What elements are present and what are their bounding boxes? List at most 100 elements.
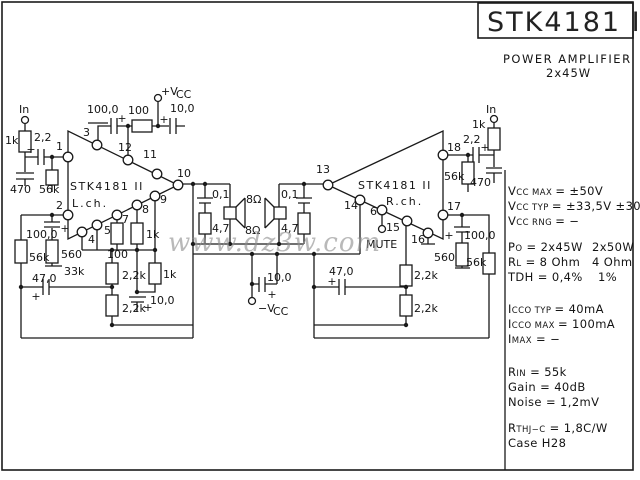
spec-line-2: VCC RNG = − [508, 214, 579, 228]
cap-470-input-right: 470 [470, 176, 491, 189]
ic-pins [62, 139, 449, 239]
resistor-56k-fb-right: 56k [466, 256, 487, 269]
resistor-1k-pin9-body [148, 262, 162, 285]
resistor-56k-fb-left: 56k [29, 251, 50, 264]
cap-100.0-top: 100,0 [87, 103, 119, 116]
right-amp-name: STK4181 II [358, 179, 432, 192]
plus-sign: + [159, 113, 168, 126]
resistor-2.2k-left-2-body [105, 294, 119, 317]
resistor-56k-fb-right-body [482, 252, 496, 275]
resistor-1k-input-left-body [18, 130, 32, 153]
spec-line-7: ICCO MAX = 100mA [508, 317, 615, 331]
cap-2.2-input-left: 2,2 [34, 131, 52, 144]
spec-line-12: RTHJ−C = 1,8C/W [508, 421, 608, 435]
pin-2-label: 2 [56, 199, 63, 212]
right-speaker-cone [264, 197, 275, 229]
pin-11-label: 11 [143, 148, 157, 161]
vcc-neg-label: −V [258, 302, 275, 315]
pin-17 [437, 209, 449, 221]
resistor-2.2k-right-2-body [399, 294, 413, 317]
resistor-4.7-right-body [297, 212, 311, 235]
resistor-100-top-body [131, 119, 153, 133]
resistor-56k-input-right: 56k [444, 170, 465, 183]
plus-sign: + [480, 141, 489, 154]
vcc-pos-label: +V [161, 85, 178, 98]
resistor-560-left-body [45, 239, 59, 264]
pin-6 [376, 204, 388, 216]
resistor-1k-input-right: 1k [472, 118, 486, 131]
cap-47.0-right: 47,0 [329, 265, 354, 278]
mute-label: MUTE [366, 238, 397, 251]
cap-470-input-left: 470 [10, 183, 31, 196]
resistor-2.2k-right-2: 2,2k [414, 302, 438, 315]
vcc-pos-terminal [153, 93, 163, 103]
input-label-right: In [486, 103, 496, 116]
cap-47.0-left: 47,0 [32, 272, 57, 285]
pin-7 [111, 209, 123, 221]
plus-sign: + [444, 229, 453, 242]
resistor-100-top: 100 [128, 104, 149, 117]
speakers [223, 197, 287, 229]
pin-16-label: 16 [411, 233, 425, 246]
cap-100.0-right: 100,0 [464, 229, 496, 242]
spec-line-8: IMAX = − [508, 332, 560, 346]
spec-line-10: Gain = 40dB [508, 380, 586, 394]
cap-0.1-right: 0,1 [281, 188, 299, 201]
resistor-4.7-left: 4,7 [212, 222, 230, 235]
resistor-4.7-right: 4,7 [281, 222, 299, 235]
resistor-560-right-body [455, 242, 469, 267]
vcc-neg-sub: CC [273, 305, 289, 318]
cap-2.2-input-right: 2,2 [463, 133, 481, 146]
page-subtitle: POWER AMPLIFIER [503, 52, 632, 66]
pin-5 [91, 219, 103, 231]
plus-sign: + [267, 288, 276, 301]
vcc-neg-terminal [247, 296, 257, 306]
resistor-4.7-left-body [198, 212, 212, 235]
input-terminal-left [20, 115, 30, 125]
pin-9 [149, 190, 161, 202]
resistor-2.2k-right-1-body [399, 264, 413, 287]
resistor-100-left-body [110, 222, 124, 245]
spec-line-6: ICCO TYP = 40mA [508, 302, 604, 316]
page-title: STK4181 II [487, 7, 640, 38]
pin-12-label: 12 [118, 141, 132, 154]
outer-border [1, 1, 634, 471]
pin-4-label: 4 [88, 233, 95, 246]
input-label-left: In [19, 103, 29, 116]
watermark: www.dz3w.com [168, 228, 381, 258]
left-amp-name: STK4181 II [70, 180, 144, 193]
resistor-56k-input-left: 56k [39, 183, 60, 196]
title-box [477, 2, 634, 39]
speaker-8ohm-top: 8Ω [246, 193, 261, 206]
plus-sign: + [31, 290, 40, 303]
resistor-56k-input-right-body [461, 161, 475, 185]
spec-line-9: RIN = 55k [508, 365, 567, 379]
plus-sign: + [60, 222, 69, 235]
capacitors [16, 118, 502, 303]
plus-sign: + [143, 301, 152, 314]
pin-10 [172, 179, 184, 191]
resistor-1k-input-right-body [487, 127, 501, 151]
pin-8-label: 8 [142, 203, 149, 216]
pin-14 [354, 194, 366, 206]
pin-8 [131, 199, 143, 211]
resistor-56k-fb-left-body [14, 239, 28, 264]
resistor-33k-left: 33k [64, 265, 85, 278]
resistor-100-left: 100 [107, 248, 128, 261]
vcc-pos-sub: CC [176, 88, 192, 101]
pin-5-label: 5 [104, 224, 111, 237]
spec-line-1: VCC TYP = ±33,5V ±30,5V [508, 199, 640, 213]
pin-9-label: 9 [160, 193, 167, 206]
pin-2 [62, 209, 74, 221]
title-panel: STK4181 II POWER AMPLIFIER 2x45W [487, 7, 640, 80]
resistors [14, 119, 501, 317]
cap-10.0-mid: 10,0 [267, 271, 292, 284]
plus-sign: + [26, 143, 35, 156]
speaker-8ohm-bottom: 8Ω [245, 224, 260, 237]
pin-13-label: 13 [316, 163, 330, 176]
